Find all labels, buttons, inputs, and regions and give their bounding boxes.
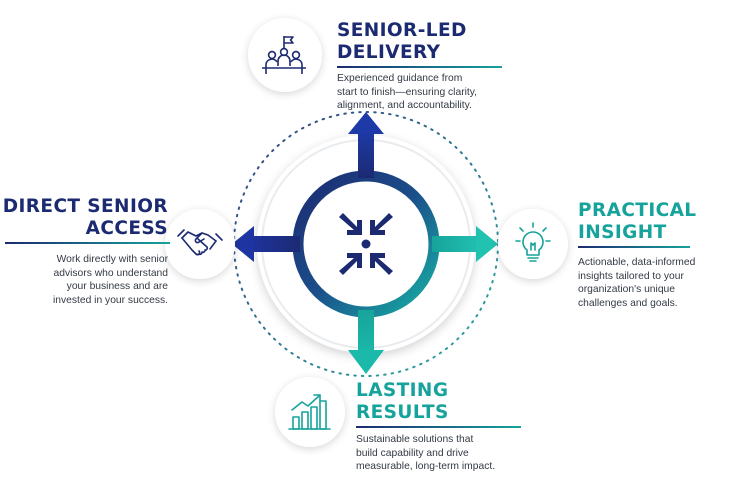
section-description-direct-senior-access: Work directly with senior advisors who u… (52, 254, 168, 306)
title-line: ACCESS (85, 218, 168, 239)
section-divider-top (337, 66, 502, 68)
growth-chart-icon (288, 394, 331, 430)
section-title-practical-insight: PRACTICAL INSIGHT (578, 200, 696, 244)
section-description-practical-insight: Actionable, data-informed insights tailo… (578, 257, 696, 309)
converging-arrows-icon (339, 213, 393, 275)
arrow-left (232, 226, 300, 262)
section-divider-left (5, 242, 170, 244)
lightbulb-icon (515, 222, 551, 262)
section-title-lasting-results: LASTING RESULTS (356, 380, 449, 424)
title-line: DIRECT SENIOR (2, 196, 168, 217)
title-line: LASTING (356, 380, 449, 401)
title-line: DELIVERY (337, 42, 441, 63)
arrow-right (432, 226, 498, 262)
icon-circle-bottom (275, 377, 345, 447)
icon-circle-left (165, 209, 235, 279)
team-leader-flag-icon (262, 36, 306, 74)
icon-circle-right (498, 209, 568, 279)
section-title-direct-senior-access: DIRECT SENIOR ACCESS (3, 196, 168, 240)
title-line: INSIGHT (578, 222, 667, 243)
title-line: RESULTS (356, 402, 449, 423)
handshake-icon (177, 229, 223, 256)
arrow-up (348, 112, 384, 178)
title-line: SENIOR-LED (337, 20, 467, 41)
section-description-senior-led-delivery: Experienced guidance from start to finis… (337, 73, 478, 111)
title-line: PRACTICAL (578, 200, 697, 221)
arrow-down (348, 310, 384, 374)
section-divider-right (578, 246, 690, 248)
section-divider-bottom (356, 426, 521, 428)
section-title-senior-led-delivery: SENIOR-LED DELIVERY (337, 20, 467, 64)
icon-circle-top (248, 18, 322, 92)
section-description-lasting-results: Sustainable solutions that build capabil… (356, 434, 496, 472)
